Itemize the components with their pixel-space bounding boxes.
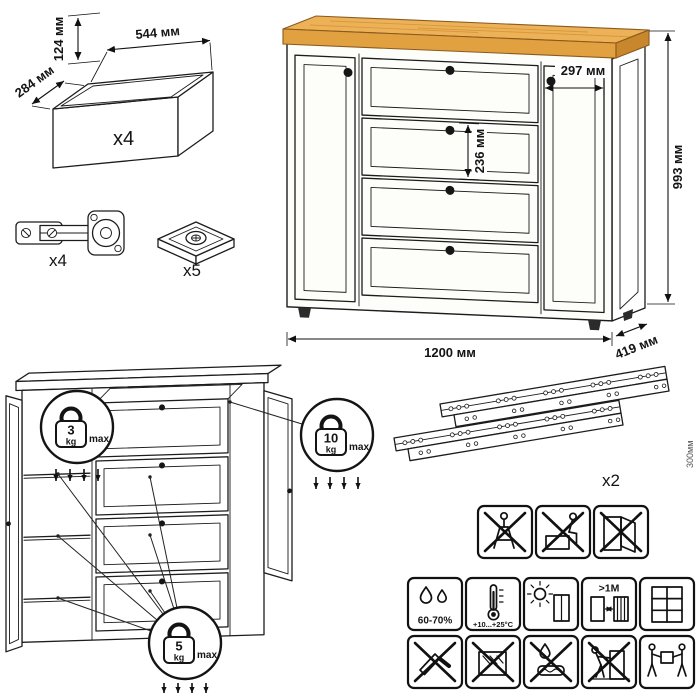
drawer-front-1	[361, 57, 539, 124]
hinge-drawing	[15, 210, 125, 256]
cabinet-wood-top	[282, 15, 650, 59]
drawer-box-diagram: x4 124 мм 544 мм 284 мм	[12, 12, 214, 169]
hinge-diagram: x4	[15, 210, 125, 270]
drawer-1-knob	[445, 65, 455, 75]
icon-no-scratching	[464, 634, 522, 690]
icon-avoid-sunlight	[522, 576, 580, 632]
foot-diagram: x5	[157, 221, 235, 280]
cabinet-width-label: 1200 мм	[424, 345, 476, 360]
drawer-load-unit: kg	[326, 445, 337, 455]
care-icons-grid: 60-70% +10...+25°C	[406, 504, 696, 690]
load-limit-top: 3 kg max	[39, 389, 115, 481]
cabinet-foot-right	[588, 319, 601, 331]
open-right-door	[263, 390, 293, 582]
top-load-unit: kg	[66, 437, 77, 447]
foot-drawing	[157, 221, 235, 265]
slides-count: x2	[602, 471, 620, 490]
cabinet-side-foot	[623, 309, 633, 321]
drawer-depth-label: 284 мм	[12, 62, 57, 100]
slides-length-label: 300мм	[685, 441, 695, 468]
shelf-load-max: max	[197, 650, 217, 661]
icon-temperature: +10...+25°C	[464, 576, 522, 632]
icon-no-dragging	[580, 634, 638, 690]
top-load-value: 3	[67, 423, 74, 438]
dim-drawer-width: 544 мм	[90, 23, 213, 83]
dim-cabinet-height: 993 мм	[647, 30, 685, 305]
drawer-load-value: 10	[324, 431, 338, 446]
drawer-load-max: max	[349, 442, 369, 453]
drawer-height-label: 124 мм	[51, 17, 66, 62]
drawer-box-drawing	[52, 71, 214, 169]
slides-diagram: x2 300мм	[393, 365, 695, 490]
weight-handle-icon	[167, 622, 191, 638]
cabinet-side-panel	[611, 45, 646, 322]
icon-no-sitting	[534, 504, 592, 560]
drawer-front-height-label: 236 мм	[472, 129, 487, 174]
icon-no-door-hanging	[592, 504, 650, 560]
drawer-box-count: x4	[113, 128, 134, 150]
icon-heat-distance: >1M	[580, 576, 638, 632]
cabinet-height-label: 993 мм	[670, 145, 685, 190]
drawer-width-label: 544 мм	[135, 23, 181, 42]
icon-window	[638, 576, 696, 632]
foot-count: x5	[183, 261, 201, 280]
drawer-front-3	[361, 177, 539, 244]
dim-cabinet-width: 1200 мм	[286, 332, 613, 360]
cabinet-front	[286, 42, 613, 331]
door-width-label: 297 мм	[561, 63, 606, 78]
load-limit-drawer: 10 kg max	[299, 397, 375, 489]
drawer-4-knob	[445, 245, 455, 255]
open-cabinet-drawing	[5, 364, 293, 653]
drawer-front-2	[361, 117, 539, 184]
drawer-load-arrows	[313, 477, 361, 489]
left-door-knob	[343, 67, 353, 77]
shelf-load-arrows	[161, 683, 209, 693]
shelf-load-unit: kg	[174, 653, 185, 663]
top-load-max: max	[89, 434, 109, 445]
open-drawer-1	[95, 383, 243, 458]
load-limits-diagram: 3 kg max 10 kg max	[5, 364, 375, 693]
distance-label: >1M	[599, 583, 620, 595]
leader-lines	[56, 400, 303, 632]
cabinet-diagram: 297 мм 236 мм 993 мм 1200 мм 419 мм	[282, 15, 685, 362]
shelf-load-value: 5	[175, 639, 182, 654]
icon-no-sharp-objects	[406, 634, 464, 690]
open-left-door	[5, 395, 23, 653]
dim-drawer-height: 124 мм	[51, 12, 101, 65]
left-door	[294, 54, 356, 303]
dim-door-width: 297 мм	[543, 63, 611, 95]
humidity-label: 60-70%	[418, 616, 453, 627]
icon-no-climbing	[476, 504, 534, 560]
temperature-label: +10...+25°C	[473, 620, 514, 629]
load-limit-shelf: 5 kg max	[147, 605, 223, 693]
right-door-knob	[546, 76, 556, 86]
drawer-2-knob	[445, 125, 455, 135]
icon-humidity: 60-70%	[406, 576, 464, 632]
dim-drawer-front-height: 236 мм	[458, 122, 487, 181]
drawer-front-4	[361, 237, 539, 304]
icon-no-wet-cleaning	[522, 634, 580, 690]
top-load-arrows	[53, 469, 101, 481]
drawer-3-knob	[445, 185, 455, 195]
weight-handle-icon	[59, 406, 83, 422]
hinge-count: x4	[49, 251, 67, 270]
cabinet-foot-left	[298, 307, 311, 318]
icon-carry-two-people	[638, 634, 696, 690]
inner-drawer-2	[95, 456, 229, 516]
weight-handle-icon	[319, 414, 343, 430]
